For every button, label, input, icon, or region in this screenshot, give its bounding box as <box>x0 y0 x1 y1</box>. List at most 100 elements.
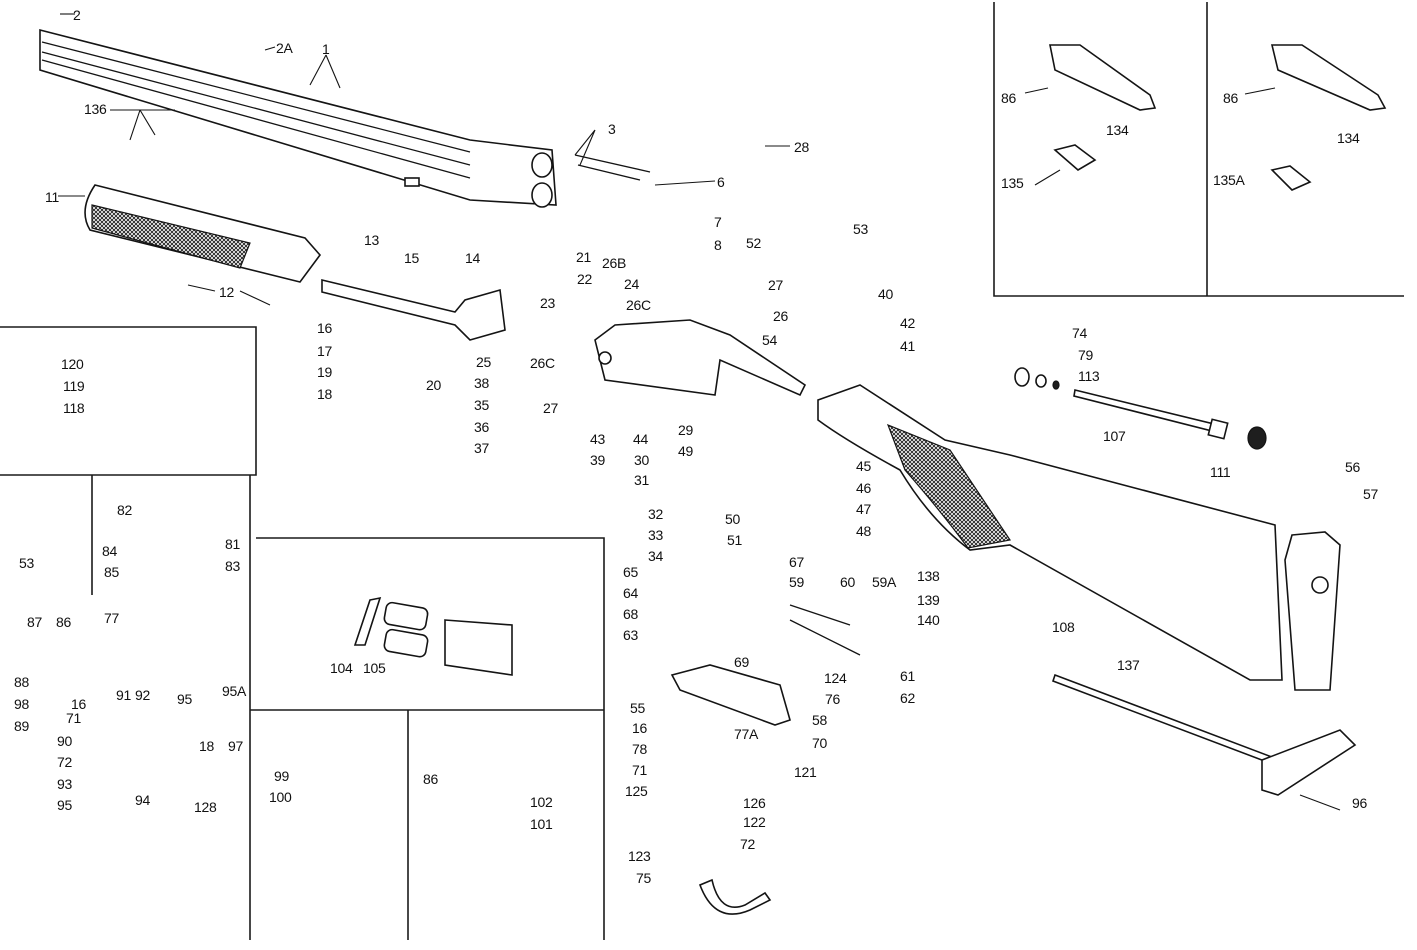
part-callout-51: 51 <box>727 532 742 548</box>
part-callout-136: 136 <box>84 101 107 117</box>
part-callout-18-left: 18 <box>199 738 214 754</box>
receiver <box>594 319 807 397</box>
part-callout-107: 107 <box>1103 428 1126 444</box>
part-callout-38: 38 <box>474 375 489 391</box>
part-callout-28: 28 <box>794 139 809 155</box>
part-callout-27-mid: 27 <box>543 400 558 416</box>
part-callout-46: 46 <box>856 480 871 496</box>
part-callout-19: 19 <box>317 364 332 380</box>
part-callout-53-left: 53 <box>19 555 34 571</box>
part-callout-15: 15 <box>404 250 419 266</box>
part-callout-45: 45 <box>856 458 871 474</box>
part-callout-100: 100 <box>269 789 292 805</box>
part-callout-95A: 95A <box>222 683 247 699</box>
part-callout-99: 99 <box>274 768 289 784</box>
part-callout-125: 125 <box>625 783 648 799</box>
part-callout-72-mid: 72 <box>740 836 755 852</box>
part-callout-86-tr2: 86 <box>1223 90 1238 106</box>
part-callout-77: 77 <box>104 610 119 626</box>
part-callout-7: 7 <box>714 214 722 230</box>
part-callout-88: 88 <box>14 674 29 690</box>
part-callout-97: 97 <box>228 738 243 754</box>
part-callout-26C-mid: 26C <box>530 355 555 371</box>
part-callout-16-left: 16 <box>71 696 86 712</box>
trigger-variant-panel-frame <box>993 2 1404 297</box>
stock <box>817 384 1283 681</box>
part-callout-87: 87 <box>27 614 42 630</box>
part-callout-72-left: 72 <box>57 754 72 770</box>
part-callout-135: 135 <box>1001 175 1024 191</box>
part-callout-58: 58 <box>812 712 827 728</box>
part-callout-65: 65 <box>623 564 638 580</box>
part-callout-92: 92 <box>135 687 150 703</box>
part-callout-70: 70 <box>812 735 827 751</box>
part-callout-59: 59 <box>789 574 804 590</box>
forend-iron <box>321 278 506 341</box>
part-callout-31: 31 <box>634 472 649 488</box>
part-callout-91: 91 <box>116 687 131 703</box>
part-callout-1: 1 <box>322 41 330 57</box>
part-callout-55: 55 <box>630 700 645 716</box>
part-callout-13: 13 <box>364 232 379 248</box>
part-callout-33: 33 <box>648 527 663 543</box>
part-callout-26B: 26B <box>602 255 627 271</box>
part-callout-37: 37 <box>474 440 489 456</box>
part-callout-139: 139 <box>917 592 940 608</box>
part-callout-74: 74 <box>1072 325 1087 341</box>
part-callout-24: 24 <box>624 276 639 292</box>
recoil-pad <box>1284 531 1341 691</box>
trigger-guard <box>698 878 772 915</box>
part-callout-134-tr2: 134 <box>1337 130 1360 146</box>
part-callout-41: 41 <box>900 338 915 354</box>
part-callout-67: 67 <box>789 554 804 570</box>
part-callout-2A: 2A <box>276 40 293 56</box>
part-callout-40: 40 <box>878 286 893 302</box>
part-callout-44: 44 <box>633 431 648 447</box>
forend <box>84 184 322 283</box>
part-callout-113: 113 <box>1078 368 1100 384</box>
part-callout-6: 6 <box>717 174 725 190</box>
leader-lines <box>58 13 1341 811</box>
part-callout-98: 98 <box>14 696 29 712</box>
part-callout-128: 128 <box>194 799 217 815</box>
part-callout-140: 140 <box>917 612 940 628</box>
part-callout-16-top: 16 <box>317 320 332 336</box>
part-callout-102: 102 <box>530 794 553 810</box>
part-callout-32: 32 <box>648 506 663 522</box>
inset-choke-art <box>353 596 513 676</box>
part-callout-122: 122 <box>743 814 766 830</box>
part-callout-27-top: 27 <box>768 277 783 293</box>
part-callout-60: 60 <box>840 574 855 590</box>
stock-bolt <box>1073 389 1267 450</box>
part-callout-61: 61 <box>900 668 915 684</box>
part-callout-39: 39 <box>590 452 605 468</box>
part-callout-118: 118 <box>63 400 85 416</box>
part-callout-18-top: 18 <box>317 386 332 402</box>
inset-frames <box>0 2 1404 940</box>
part-callout-49: 49 <box>678 443 693 459</box>
part-callout-95-upper: 95 <box>177 691 192 707</box>
part-callout-81: 81 <box>225 536 240 552</box>
part-callout-59A: 59A <box>872 574 897 590</box>
part-callout-90: 90 <box>57 733 72 749</box>
part-callout-83: 83 <box>225 558 240 574</box>
part-callout-79: 79 <box>1078 347 1093 363</box>
part-callout-63: 63 <box>623 627 638 643</box>
part-callout-62: 62 <box>900 690 915 706</box>
part-callout-84: 84 <box>102 543 117 559</box>
part-callout-3: 3 <box>608 121 616 137</box>
part-callout-86-mid: 86 <box>423 771 438 787</box>
part-callout-71-mid: 71 <box>632 762 647 778</box>
part-callout-126: 126 <box>743 795 766 811</box>
choke-panel-frame <box>256 537 605 940</box>
inset-trigger-variants-art <box>1049 44 1387 191</box>
safety-panel-frame <box>0 326 257 476</box>
part-callout-75: 75 <box>636 870 651 886</box>
part-callout-57: 57 <box>1363 486 1378 502</box>
part-callout-54: 54 <box>762 332 777 348</box>
takedown-tool <box>1051 673 1357 796</box>
part-callout-111: 111 <box>1210 464 1231 480</box>
part-callout-23: 23 <box>540 295 555 311</box>
part-callout-138: 138 <box>917 568 940 584</box>
